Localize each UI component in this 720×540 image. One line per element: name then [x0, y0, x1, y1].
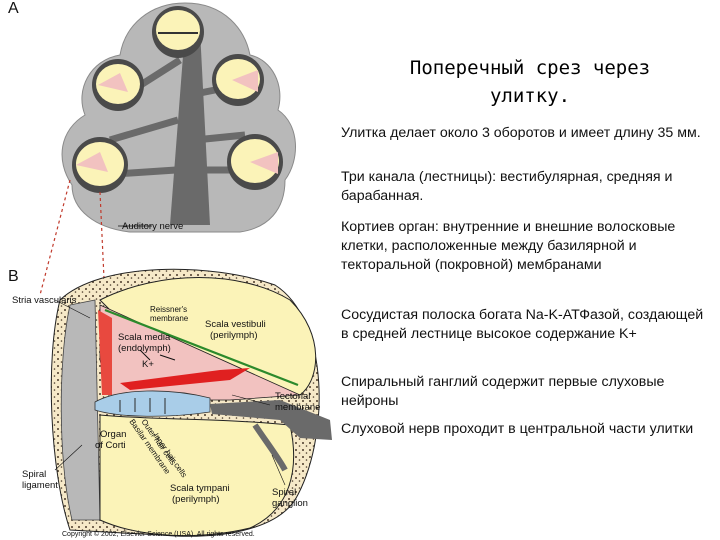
copyright-notice: Copyright © 2002, Elsevier Science (USA)…	[62, 531, 255, 538]
panel-a-cochlea	[39, 2, 296, 301]
organ-of-corti-label-2: of Corti	[95, 440, 126, 451]
title-line-2: улитку.	[489, 85, 571, 107]
cochlea-turn-lower-left	[72, 137, 128, 193]
organ-of-corti-label-1: Organ	[100, 429, 127, 440]
tectorial-membrane-label-2: membrane	[275, 402, 321, 413]
cochlea-turn-upper-right	[212, 54, 264, 106]
panel-b-letter: B	[8, 268, 19, 285]
spiral-ligament-label-1: Spiral	[22, 469, 47, 480]
scala-vestibuli-label-2: (perilymph)	[210, 330, 258, 341]
paragraph-4: Сосудистая полоска богата Na-K-АТФазой, …	[341, 307, 704, 342]
scala-tympani-label-2: (perilymph)	[172, 494, 220, 505]
title-line-1: Поперечный срез через	[409, 57, 651, 79]
cochlea-turn-lower-right	[227, 134, 283, 190]
spiral-ligament-label-2: ligament	[22, 480, 58, 491]
cochlea-turn-upper-left	[92, 59, 144, 111]
scala-media-label-2: (endolymph)	[118, 343, 171, 354]
paragraph-1: Улитка делает около 3 оборотов и имеет д…	[341, 125, 701, 141]
paragraph-6: Слуховой нерв проходит в центральной час…	[341, 421, 694, 437]
scala-vestibuli-label-1: Scala vestibuli	[205, 319, 266, 330]
paragraph-2: Три канала (лестницы): вестибулярная, ср…	[341, 169, 673, 204]
paragraph-3: Кортиев орган: внутренние и внешние воло…	[341, 219, 676, 273]
auditory-nerve-label: Auditory nerve	[122, 221, 184, 232]
k-plus-label: K+	[142, 359, 154, 370]
spiral-ganglion-label-1: Spiral	[272, 487, 297, 498]
paragraph-5: Спиральный ганглий содержит первые слухо…	[341, 374, 665, 409]
scala-media-label-1: Scala media	[118, 332, 171, 343]
reissners-membrane-label-1: Reissner's	[150, 305, 188, 314]
reissners-membrane-label-2: membrane	[150, 314, 189, 323]
cochlea-turn-top	[152, 6, 204, 58]
stria-vascularis-label: Stria vascularis	[12, 295, 77, 306]
spiral-ganglion-label-2: ganglion	[272, 498, 308, 509]
panel-b-cross-section	[50, 268, 332, 537]
scala-tympani-label-1: Scala tympani	[170, 483, 230, 494]
tectorial-membrane-label-1: Tectorial	[275, 391, 311, 402]
panel-a-letter: A	[8, 0, 19, 17]
slide-title: Поперечный срез через улитку.	[360, 54, 700, 110]
